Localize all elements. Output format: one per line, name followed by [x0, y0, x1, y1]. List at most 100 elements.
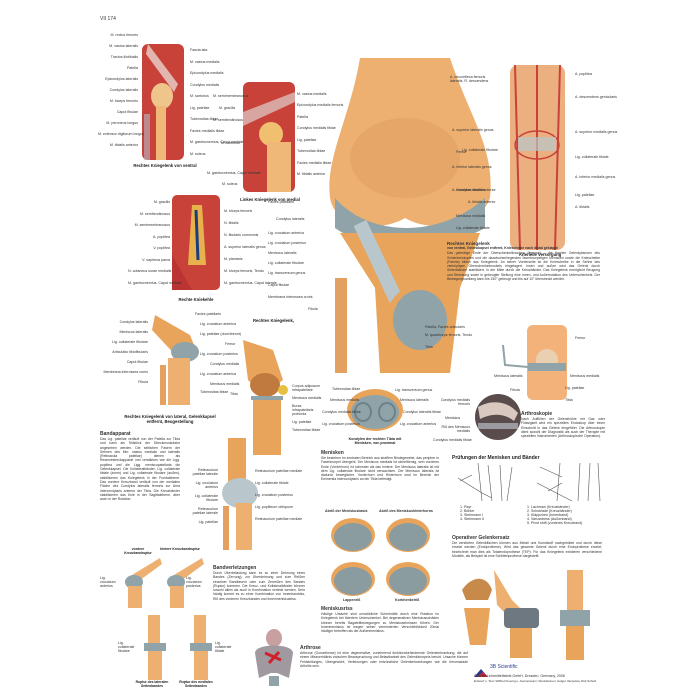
label: Tuberositas tibiae — [297, 149, 326, 153]
tests-list-left: 1. Payr 2. Böhler 3. Steinmann I 4. Stei… — [460, 505, 484, 521]
label: N. cutaneus surae medialis — [128, 269, 172, 273]
label: M. plantaris — [224, 257, 243, 261]
meniscus-tests-sketch — [457, 462, 601, 502]
menisci-body: Sie bestehen im zentralen Bereich aus st… — [321, 456, 439, 482]
ligament-labels-left: Retinaculum patellae laterale Lig. cruci… — [188, 468, 218, 524]
label: M. rectus femoris — [110, 33, 138, 37]
label: M. soleus — [222, 182, 238, 186]
label: V. saphena parva — [142, 257, 170, 262]
label: Condylus medialis tibiae — [297, 126, 336, 130]
label: M. quadriceps femoris, Tendo — [425, 333, 473, 337]
tests-list-right: 1. Lachman (Kreuzbänder) 2. Schublade (K… — [527, 505, 582, 525]
anterior-labels-left: M. rectus femoris M. vastus lateralis Tr… — [98, 33, 145, 154]
label: Meniscus medialis — [330, 398, 360, 402]
tibia-plateau-caption: Kondylen der rechten Tibia mit Menisken,… — [348, 437, 402, 446]
label: A. superior lateralis genus — [452, 128, 494, 132]
injury-caption-bl: Ruptur des lateralen Seitenbandes — [135, 680, 169, 688]
label: Tuberositas tibiae — [292, 428, 321, 432]
label: M. semimembranosus — [134, 223, 170, 227]
test-item: 1. Payr — [460, 505, 472, 509]
test-item: 2. Schublade (Kreuzbänder) — [527, 509, 572, 513]
ligament-labels-right: Retinaculum patellae mediale Lig. collat… — [255, 469, 302, 521]
ligament-injuries-text: Bandverletzungen Durch Überbelastung kan… — [213, 565, 305, 601]
label: Corpus adiposum infrapatellare — [292, 384, 321, 392]
arthrosis-text: Arthrose Arthrose (Gonarthrose) ist eine… — [300, 645, 468, 668]
label: Condylus medialis — [210, 362, 240, 366]
label: M. semitendinosus — [140, 211, 170, 216]
label: M. sartorius — [221, 141, 240, 145]
label: Meniscus medialis — [210, 382, 240, 386]
label: Bursa infrapatellaris profunda — [292, 404, 314, 416]
label: A. superior medialis genus — [575, 130, 618, 134]
label: A. tibialis — [575, 205, 590, 209]
label: A. poplitea — [575, 72, 592, 76]
label: Lig. cruciatum anterius — [195, 481, 218, 489]
label: Fibula — [138, 380, 148, 384]
label: M. semitendinosus — [213, 118, 243, 122]
label: Lig. transversum genus — [395, 388, 433, 392]
ligaments-title: Bandapparat — [100, 431, 131, 437]
label: Lig. collaterale fibulare — [112, 340, 148, 344]
ligament-apparatus-illustration — [222, 438, 258, 550]
label: Meniscus lateralis — [494, 374, 523, 378]
credits: Entwurf u. Text: Wilfried Koenig u. Auto… — [474, 679, 597, 683]
label: Meniscus medialis — [292, 396, 322, 400]
label: M. tibialis anterior — [109, 143, 138, 147]
arthrosis-body: Arthrose (Gonarthrose) ist eine degenera… — [300, 651, 468, 668]
label: M. gracilis — [153, 200, 170, 204]
label: Femur — [225, 342, 236, 346]
label: Caput fibulae — [126, 360, 148, 364]
popliteal-fossa-illustration — [172, 195, 220, 290]
label: Lig. patellae — [565, 386, 585, 390]
label: Lig. cruciatum anterius — [200, 322, 237, 326]
label: A. poplitea — [153, 234, 170, 239]
label: Meniscus lateralis — [268, 251, 297, 255]
label: Lig. collaterale fibulare — [462, 148, 498, 152]
label: Meniscus medialis — [456, 214, 486, 218]
label: Facies patellaris — [268, 200, 294, 204]
label: M. extensor digitorum longus — [98, 132, 145, 136]
arterial-supply-illustration — [510, 64, 565, 251]
label: Lig. cruciatum posterius — [268, 241, 306, 245]
label: N. fibularis communis — [224, 233, 259, 237]
label: Caput fibulae — [268, 283, 290, 287]
label: Lig. collaterale fibulare — [194, 494, 218, 502]
acl-rupture-illustration — [125, 558, 162, 608]
label: Patella, Facies articularis — [425, 325, 465, 329]
replacement-text: Operativer Gelenkersatz Die zerstörten G… — [452, 535, 602, 558]
test-item: 2. Böhler — [460, 509, 475, 513]
label: Lig. collaterale fibulare — [118, 641, 135, 653]
sagittal-caption: Rechtes Kniegelenk, — [253, 318, 294, 323]
label: M. gracilis — [219, 106, 236, 110]
label: M. vastus lateralis — [109, 44, 138, 48]
label: A. circumflexa femoris lateralis, R. des… — [450, 75, 489, 83]
test-item: 4. Steinmann II — [460, 517, 485, 521]
label: M. vastus medialis — [190, 59, 220, 64]
posterior-labels-right: M. biceps femoris N. tibialis N. fibular… — [224, 209, 277, 293]
anterior-caption: Rechtes Kniegelenk von ventral — [133, 163, 197, 168]
tear-caption: Abriß des Meniskushinterhorns — [379, 509, 433, 513]
label: M. sartorius — [190, 94, 209, 98]
label: Condylus lateralis — [119, 320, 148, 324]
label: Fibula — [510, 388, 520, 392]
label: Caput fibulae — [116, 110, 138, 114]
arterial-caption: Arterielle Versorgung — [518, 252, 562, 257]
medial-collateral-rupture-illustration — [190, 615, 212, 680]
arthroscopy-body: Nach Auffüllen der Gelenkhöhle mit Gas o… — [521, 417, 605, 439]
tear-caption: Korbhenkelriß — [395, 598, 420, 602]
label: Lig. cruciatum anterius — [268, 231, 305, 235]
label: Retinaculum patellae laterale — [192, 507, 218, 515]
injury-caption-br: Ruptur des medialen Seitenbandes — [179, 680, 213, 688]
sagittal-knee-illustration — [243, 340, 288, 455]
label: Lig. patellae — [292, 420, 312, 424]
label: Lig. cruciatum posterius — [322, 422, 360, 426]
label: Meniscus lateralis — [119, 330, 148, 334]
ligament-injuries-body: Durch Überbelastung kann es zu einer Deh… — [213, 571, 305, 601]
label: M. biceps femoris — [109, 99, 138, 103]
label: M. tibialis anterior — [297, 172, 326, 176]
label: Condylus medialis tibiae — [433, 438, 472, 442]
label: Tuberositas tibiae — [332, 387, 361, 391]
knee-replacement-illustration — [462, 570, 590, 660]
label: Lig. cruciatum posterius — [255, 493, 293, 497]
test-item: 3. Steinmann I — [460, 513, 484, 517]
